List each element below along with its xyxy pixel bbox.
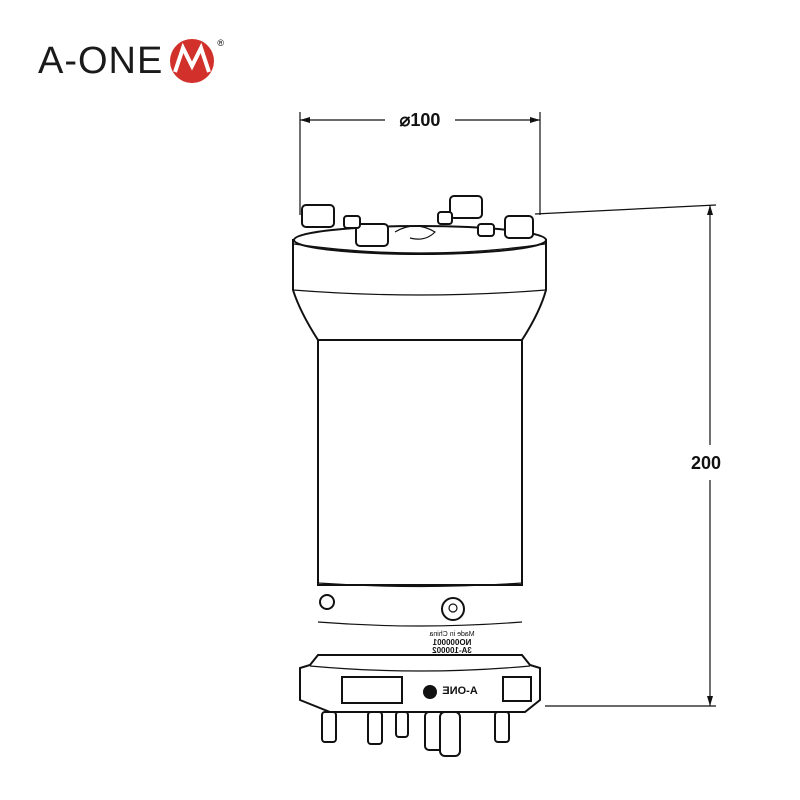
brand-logo: A-ONE ® [38,36,224,86]
logo-text: A-ONE [38,39,164,82]
part-markings: Made in China NO000001 3A-100002 A-ONE [429,631,477,697]
svg-text:A-ONE: A-ONE [442,685,477,697]
height-dimension: 200 [534,204,721,707]
bolt-heads [301,195,534,247]
height-label: 200 [691,453,721,473]
svg-text:NO000001: NO000001 [432,638,471,647]
svg-text:⌀100: ⌀100 [400,110,441,130]
logo-mark-icon [170,39,215,83]
svg-text:3A-100002: 3A-100002 [432,646,472,655]
tool-holder-part: Made in China NO000001 3A-100002 A-ONE [292,195,547,757]
svg-text:Made in China: Made in China [429,631,474,638]
registered-mark: ® [217,38,224,48]
bottom-pins [321,711,510,757]
diameter-dimension: ⌀100 [299,110,541,215]
diameter-label: 100 [410,110,440,130]
